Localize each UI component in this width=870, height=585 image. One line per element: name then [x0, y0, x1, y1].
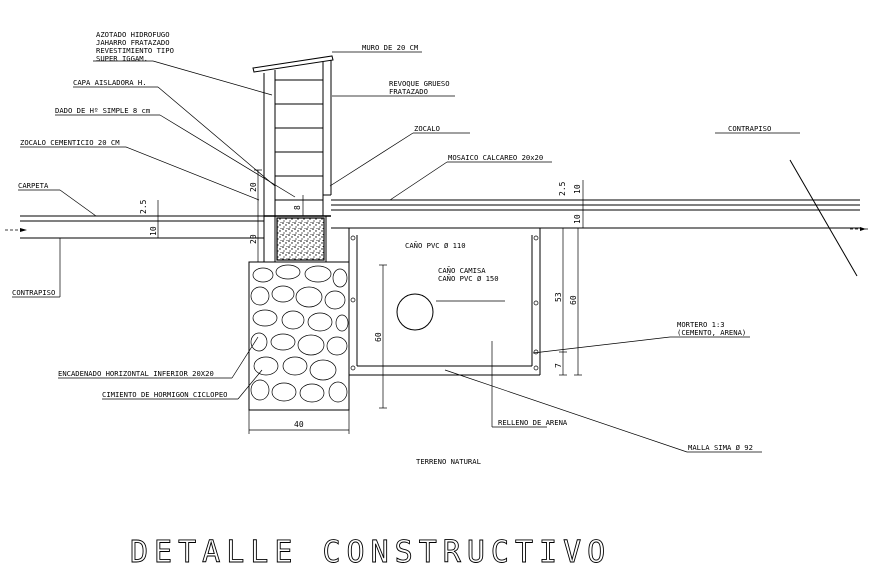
dim-10-left: 10	[149, 226, 158, 236]
label-malla: MALLA SIMA Ø 92	[688, 443, 753, 452]
label-contrapiso-right: CONTRAPISO	[728, 124, 771, 133]
label-revoque-1: REVOQUE GRUESO	[389, 79, 450, 88]
dim-40: 40	[294, 420, 304, 429]
label-terreno: TERRENO NATURAL	[416, 457, 481, 466]
dim-2-5-left: 2.5	[139, 199, 148, 214]
dim-10-right: 10	[573, 214, 582, 224]
dim-2-5-right: 2.5	[558, 181, 567, 196]
label-capa-aisladora: CAPA AISLADORA H.	[73, 78, 147, 87]
dim-60-right: 60	[569, 295, 578, 305]
sand-trench	[348, 228, 541, 376]
label-revoque-2: FRATAZADO	[389, 87, 428, 96]
encadenado-block	[274, 215, 327, 263]
label-muro: MURO DE 20 CM	[362, 43, 419, 52]
dim-53: 53	[554, 292, 563, 302]
dimension-lines	[154, 169, 587, 434]
label-zocalo: ZOCALO	[414, 124, 440, 133]
label-mortero-2: (CEMENTO, ARENA)	[677, 328, 746, 337]
label-mosaico: MOSAICO CALCAREO 20x20	[448, 153, 543, 162]
dim-20-upper: 20	[249, 182, 258, 192]
label-zocalo-cementicio: ZOCALO CEMENTICIO 20 CM	[20, 138, 120, 147]
break-line	[789, 159, 858, 277]
dim-60-box: 60	[374, 332, 383, 342]
pvc-pipe	[396, 293, 434, 331]
label-cano-camisa-1: CAÑO CAMISA	[438, 266, 486, 275]
floor-right	[331, 199, 868, 231]
label-azotado-2: JAHARRO FRATAZADO	[96, 38, 170, 47]
dim-20-lower: 20	[249, 234, 258, 244]
label-dado: DADO DE Hº SIMPLE 8 cm	[55, 106, 150, 115]
leader-lines	[12, 51, 800, 453]
label-encadenado: ENCADENADO HORIZONTAL INFERIOR 20X20	[58, 369, 214, 378]
label-mortero-1: MORTERO 1:3	[677, 320, 725, 329]
dim-8: 8	[293, 205, 302, 210]
ciclopeo-foundation	[248, 261, 350, 411]
label-carpeta: CARPETA	[18, 181, 49, 190]
label-cano-pvc: CAÑO PVC Ø 110	[405, 241, 466, 250]
dim-7: 7	[554, 363, 563, 368]
floor-left	[5, 215, 264, 239]
label-contrapiso-left: CONTRAPISO	[12, 288, 55, 297]
label-relleno: RELLENO DE ARENA	[498, 418, 568, 427]
label-cimiento: CIMIENTO DE HORMIGON CICLOPEO	[102, 390, 228, 399]
label-azotado-3: REVESTIMIENTO TIPO	[96, 46, 174, 55]
label-azotado-1: AZOTADO HIDROFUGO	[96, 30, 170, 39]
drawing-title: DETALLE CONSTRUCTIVO	[130, 535, 611, 570]
label-cano-camisa-2: CAÑO PVC Ø 150	[438, 274, 499, 283]
label-azotado-4: SUPER IGGAM.	[96, 54, 148, 63]
dim-10-right-top: 10	[573, 184, 582, 194]
